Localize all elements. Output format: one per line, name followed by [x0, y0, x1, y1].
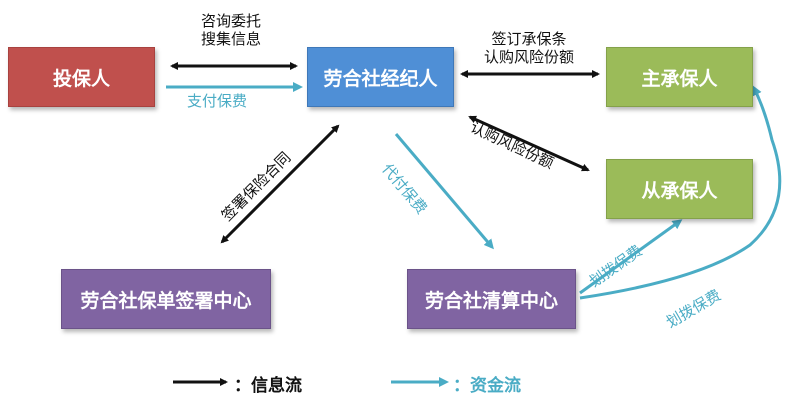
label-consult: 咨询委托	[200, 12, 261, 30]
node-clearing-center: 劳合社清算中心	[407, 269, 576, 329]
label-pay-premium: 支付保费	[187, 92, 248, 110]
legend-fund-label: ：资金流	[453, 376, 521, 396]
label-sign-terms: 签订承保条	[491, 30, 567, 48]
node-lead-underwriter-label: 主承保人	[641, 67, 718, 90]
arrow-pay-on-behalf	[394, 133, 494, 250]
legend-info-label: ：信息流	[234, 376, 302, 396]
arrow-allocate-follow	[579, 219, 683, 295]
label-collect-info: 搜集信息	[200, 30, 261, 48]
node-lead-underwriter: 主承保人	[606, 47, 753, 107]
node-broker-label: 劳合社经纪人	[323, 67, 438, 90]
node-policyholder-label: 投保人	[52, 67, 110, 90]
label-sign-terms-block: 签订承保条 认购风险份额	[470, 30, 588, 66]
node-broker: 劳合社经纪人	[307, 47, 454, 107]
node-signing-center: 劳合社保单签署中心	[61, 269, 271, 329]
arrow-sign-contract	[220, 124, 340, 244]
node-clearing-center-label: 劳合社清算中心	[424, 289, 558, 312]
label-consult-block: 咨询委托 搜集信息	[186, 12, 276, 48]
arrow-subscribe-risk	[468, 115, 590, 172]
node-signing-center-label: 劳合社保单签署中心	[80, 289, 252, 312]
arrow-allocate-lead	[579, 85, 782, 300]
node-follow-underwriter: 从承保人	[606, 159, 753, 219]
label-subscribe-risk-1: 认购风险份额	[483, 48, 574, 66]
node-follow-underwriter-label: 从承保人	[641, 179, 718, 202]
node-policyholder: 投保人	[8, 47, 155, 107]
